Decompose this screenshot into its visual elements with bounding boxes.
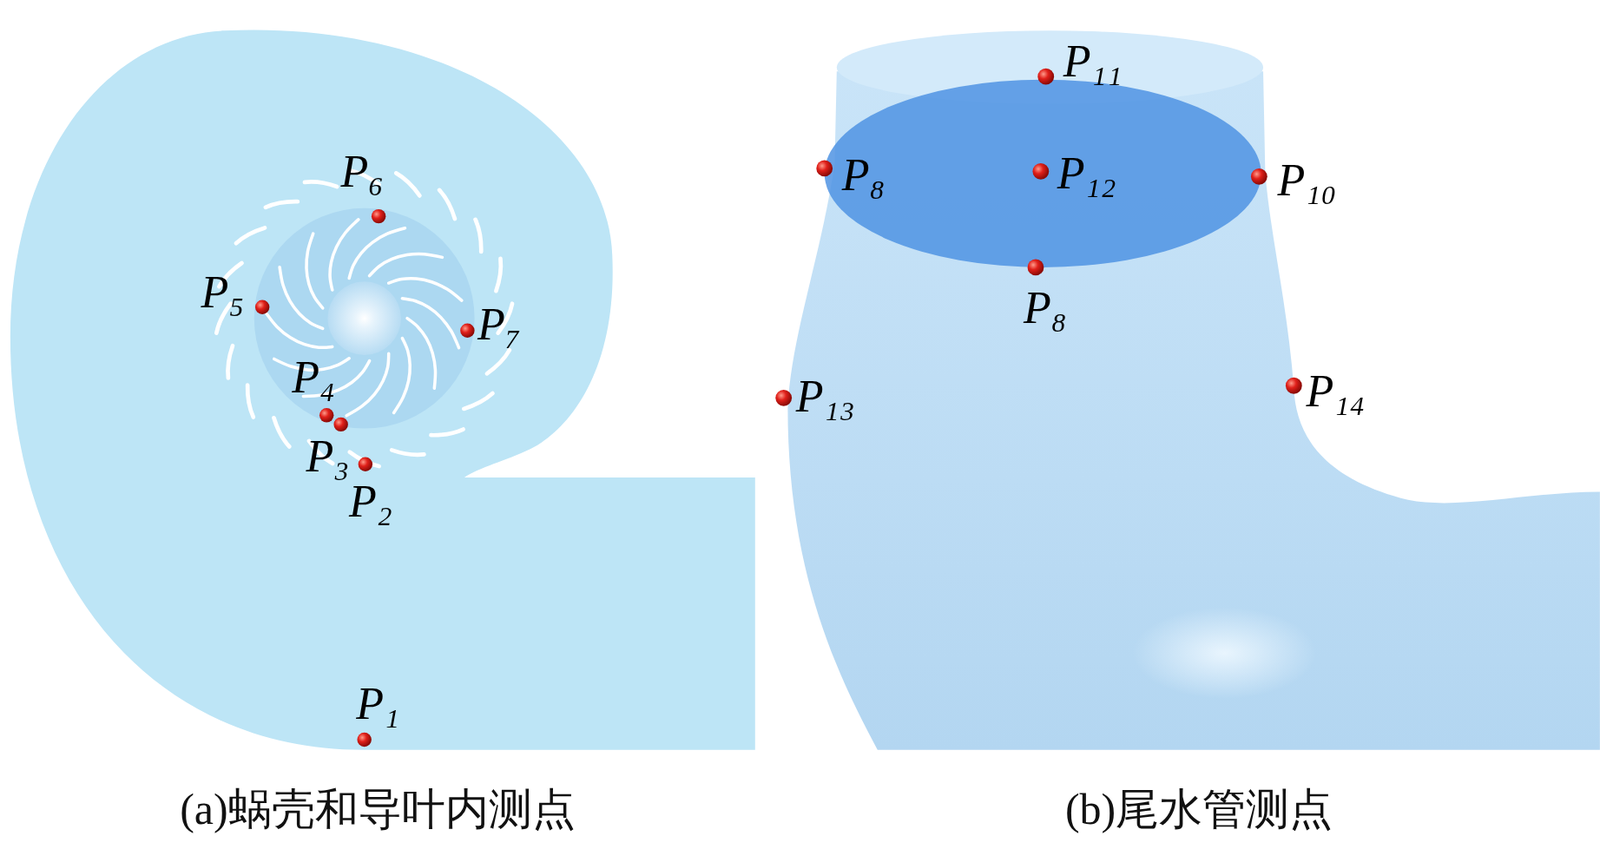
point-label: P₂: [348, 479, 393, 525]
measuring-point: [356, 732, 371, 747]
measuring-point: [1032, 163, 1049, 180]
point-label: P₁₃: [796, 374, 856, 420]
guide-vane: [395, 172, 420, 196]
point-label: P₈: [1023, 285, 1067, 331]
measuring-point: [1037, 68, 1054, 86]
measuring-point: [1251, 168, 1268, 185]
runner-zone: [254, 208, 475, 429]
guide-vane: [495, 258, 501, 291]
runner-blade: [401, 298, 459, 349]
guide-vane: [273, 417, 290, 447]
point-label: P₁: [355, 681, 400, 727]
runner-blade: [407, 318, 435, 389]
guide-vane: [227, 345, 233, 378]
guide-vane: [487, 349, 510, 374]
point-label: P₃: [306, 434, 350, 480]
draft-tube: [787, 30, 1600, 751]
measuring-point: [371, 209, 386, 224]
measuring-point: [1285, 377, 1303, 395]
measuring-point: [775, 389, 792, 407]
measuring-point: [816, 160, 833, 178]
subfigure-caption: (b)尾水管测点: [1065, 785, 1333, 834]
measuring-point: [358, 456, 373, 471]
guide-vane: [304, 181, 337, 187]
point-label: P₄: [291, 355, 336, 401]
point-label: P₇: [477, 302, 521, 348]
guide-vane: [236, 227, 265, 244]
runner-blade: [306, 233, 323, 309]
point-label: P₁₂: [1057, 151, 1117, 197]
point-label: P₁₁: [1063, 39, 1123, 85]
draft-tube-body: [787, 71, 1600, 751]
measuring-point: [1027, 259, 1045, 277]
guide-vane: [265, 201, 298, 208]
highlight: [1132, 606, 1317, 699]
volute-casing: [10, 29, 756, 750]
section-plane: [824, 79, 1262, 268]
guide-vane: [475, 219, 482, 252]
runner-blade: [348, 228, 405, 279]
guide-vane: [439, 190, 455, 219]
measuring-point: [460, 323, 475, 338]
point-label: P₅: [201, 269, 245, 316]
point-label: P₁₀: [1277, 158, 1337, 204]
measuring-point: [319, 408, 334, 422]
measuring-point: [333, 417, 348, 432]
point-label: P₁₄: [1305, 368, 1365, 415]
subfigure-caption: (a)蜗壳和导叶内测点: [179, 785, 576, 834]
guide-vane: [463, 393, 493, 409]
measuring-point: [255, 300, 270, 315]
guide-vanes: [216, 170, 513, 467]
guide-vane: [247, 384, 254, 417]
runner-blade: [369, 253, 443, 276]
point-label: P₈: [842, 152, 886, 198]
runner-blade: [329, 219, 359, 290]
guide-vane: [431, 429, 464, 436]
runner-hub: [327, 281, 402, 356]
point-label: P₆: [341, 149, 385, 195]
measuring-points: [255, 68, 1303, 748]
runner-blades: [265, 219, 462, 416]
guide-vane: [391, 449, 424, 455]
runner-blade: [388, 278, 462, 301]
volute: [10, 29, 756, 750]
runner-blade: [394, 338, 411, 414]
